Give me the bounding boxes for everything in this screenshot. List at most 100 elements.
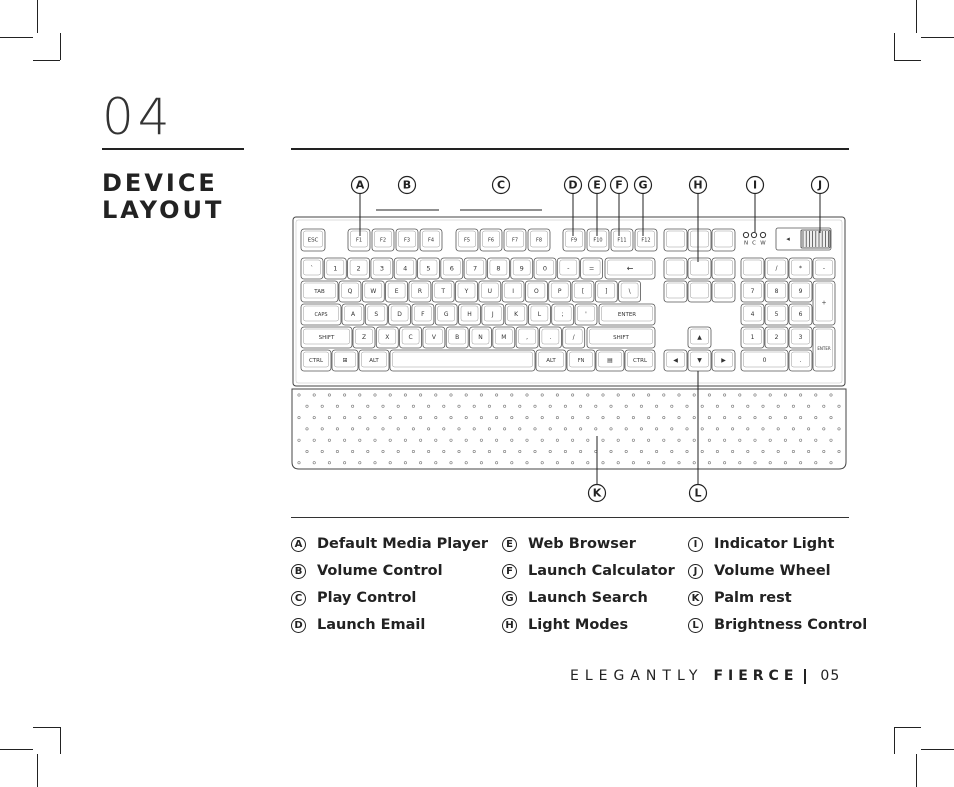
palm-rest-texture-dot [776, 427, 780, 431]
key-num-1-label: 1 [333, 265, 337, 273]
palm-rest-texture-dot [464, 393, 468, 397]
palm-rest-texture-dot [776, 449, 780, 453]
key-rshift-keycap [586, 326, 656, 349]
key-f9-keycap-top [565, 230, 583, 248]
palm-rest-texture-dot [449, 393, 453, 397]
footer-brand: FIERCE [713, 668, 799, 684]
palm-rest-texture-dot [403, 461, 407, 465]
key-rshift-label: SHIFT [613, 335, 629, 341]
key-f11-label: F11 [617, 238, 626, 244]
key-fn-keycap-top [569, 351, 593, 368]
key-q-10-keycap-top [574, 282, 592, 299]
indicator-light-icon [759, 231, 767, 239]
palm-rest-texture-dot [510, 461, 514, 465]
palm-rest-texture-dot [616, 438, 620, 442]
key-f3-keycap [395, 228, 419, 252]
key-num-12-keycap [580, 257, 603, 280]
palm-rest-texture-dot [579, 427, 583, 431]
key-arrow-up-keycap [687, 326, 712, 349]
palm-rest-texture-dot [525, 393, 529, 397]
key-num-7-label: 7 [473, 265, 477, 273]
key-z-5-keycap [469, 326, 492, 349]
key-f5-keycap-top [458, 230, 476, 248]
palm-rest-texture-dot [723, 461, 727, 465]
palm-rest-texture-dot [571, 416, 575, 420]
key-a-10-keycap-top [577, 305, 595, 322]
section-title-line2: LAYOUT [102, 196, 225, 224]
key-nav-top-1-keycap [663, 228, 688, 252]
palm-rest-texture-dot [655, 449, 659, 453]
palm-rest-texture-dot [814, 393, 818, 397]
key-num-6-keycap [440, 257, 464, 280]
key-np-8-label: 8 [775, 288, 779, 295]
key-nav-0-keycap-top [666, 259, 685, 276]
palm-rest-texture-dot [670, 449, 674, 453]
palm-rest-texture-dot [631, 393, 635, 397]
key-arrow-left-keycap [663, 349, 688, 372]
palm-rest-texture-dot [677, 416, 681, 420]
callout-letter-b: B [403, 179, 411, 192]
palm-rest-texture-dot [791, 427, 795, 431]
key-nav-1-keycap [687, 257, 712, 280]
key-ralt-keycap-top [538, 351, 564, 368]
callout-badge-h [688, 175, 708, 195]
crop-mark [921, 749, 954, 750]
palm-rest-texture-dot [457, 449, 461, 453]
key-z-5-keycap-top [471, 328, 490, 345]
key-z-6-keycap [492, 326, 516, 349]
palm-rest-texture-dot [366, 427, 370, 431]
palm-rest-texture-dot [791, 449, 795, 453]
key-arrow-down-keycap [687, 349, 712, 372]
key-nav-top-3-keycap [711, 228, 736, 252]
key-a-4-label: G [444, 311, 449, 318]
indicator-letter: N [744, 241, 748, 247]
palm-rest-texture-dot [707, 393, 711, 397]
key-a-8-label: L [538, 311, 542, 318]
key-fn-label: FN [578, 358, 585, 364]
callout-letter-c: C [497, 179, 505, 192]
key-np-dot-keycap [788, 349, 813, 372]
legend-label: Indicator Light [714, 536, 835, 552]
key-rshift-keycap-top [589, 328, 653, 345]
key-f6-keycap [479, 228, 503, 252]
palm-rest-texture-dot [555, 393, 559, 397]
key-np-slash-keycap-top [767, 259, 786, 276]
palm-rest-texture-dot [358, 438, 362, 442]
palm-rest-texture-dot [533, 449, 537, 453]
key-num-11-label: - [567, 265, 570, 273]
palm-rest-texture-dot [464, 461, 468, 465]
key-a-6-label: J [491, 311, 494, 318]
key-z-6-keycap-top [495, 328, 513, 345]
key-menu-keycap [595, 349, 625, 372]
key-f9-label: F9 [571, 238, 577, 244]
palm-rest-texture-dot [503, 427, 507, 431]
legend-badge: K [688, 590, 703, 606]
key-np-4-keycap-top [743, 305, 762, 322]
palm-rest-texture-dot [822, 404, 826, 408]
key-f12-keycap [634, 228, 658, 252]
key-np-7-keycap-top [743, 282, 762, 299]
key-f3-keycap-top [398, 230, 416, 248]
palm-rest-texture-dot [692, 393, 696, 397]
palm-rest-texture-dot [829, 416, 833, 420]
palm-rest-texture-dot [783, 461, 787, 465]
key-tab-label: TAB [313, 289, 325, 295]
key-num-8-keycap-top [489, 259, 508, 276]
palm-rest-texture-dot [639, 427, 643, 431]
key-np-slash-label: / [775, 265, 778, 272]
palm-rest-texture-dot [707, 461, 711, 465]
indicator-letter: C [752, 241, 756, 247]
palm-rest-texture-dot [807, 427, 811, 431]
key-np-minus-label: - [823, 265, 825, 272]
palm-rest-texture-dot [411, 404, 415, 408]
key-a-0-label: A [351, 311, 356, 318]
callout-letter-e: E [593, 179, 601, 192]
key-q-12-label: \ [629, 288, 632, 295]
key-num-9-label: 9 [520, 265, 524, 273]
palm-rest-texture-dot [343, 461, 347, 465]
callout-letter-h: H [693, 179, 702, 192]
